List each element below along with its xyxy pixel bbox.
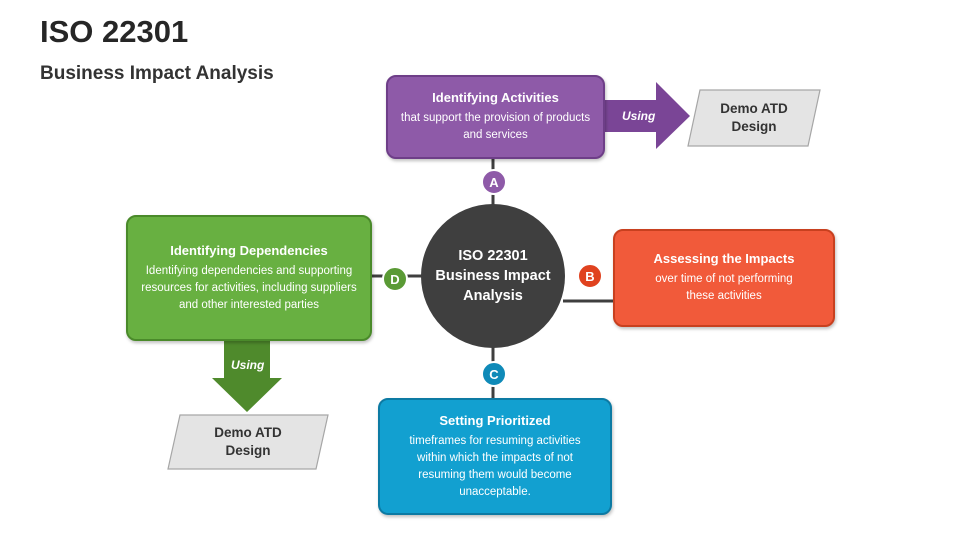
using-label-d: Using — [231, 358, 265, 372]
demo-atd-design-d: Demo ATD Design — [168, 415, 328, 469]
badge-b: B — [577, 263, 603, 289]
node-identifying-dependencies: Identifying Dependencies Identifying dep… — [126, 215, 372, 341]
node-text: Identifying dependencies and supporting … — [141, 264, 357, 311]
demo-atd-line-2: Design — [731, 119, 777, 134]
badge-a: A — [481, 169, 507, 195]
demo-atd-line-1: Demo ATD — [720, 101, 788, 116]
node-text: timeframes for resuming activities withi… — [409, 434, 581, 498]
demo-atd-line-2: Design — [225, 443, 271, 458]
page-title: ISO 22301 — [40, 14, 189, 49]
using-arrow-d — [212, 340, 282, 412]
node-setting-prioritized: Setting Prioritized timeframes for resum… — [378, 398, 612, 515]
demo-atd-design-shape-d — [167, 414, 329, 470]
node-title: Setting Prioritized — [439, 412, 551, 428]
badge-d: D — [382, 266, 408, 292]
node-text: that support the provision of products a… — [400, 112, 591, 141]
node-identifying-activities: Identifying Activities that support the … — [386, 75, 605, 159]
node-title: Assessing the Impacts — [653, 251, 795, 266]
page-subtitle: Business Impact Analysis — [40, 63, 274, 84]
center-hub: ISO 22301 Business Impact Analysis — [421, 204, 565, 348]
node-title: Identifying Dependencies — [170, 242, 328, 258]
center-line-2: Business Impact — [435, 268, 551, 284]
node-assessing-impacts: Assessing the Impacts over time of not p… — [613, 229, 835, 327]
center-line-1: ISO 22301 — [458, 248, 528, 264]
badge-c: C — [481, 361, 507, 387]
node-text: over time of not performing these activi… — [655, 273, 793, 302]
using-arrow-a — [604, 82, 690, 149]
demo-atd-design-shape-a — [687, 89, 821, 147]
node-title: Identifying Activities — [432, 90, 559, 105]
demo-atd-line-1: Demo ATD — [214, 425, 282, 440]
demo-atd-design-a: Demo ATD Design — [688, 90, 820, 146]
using-label-a: Using — [622, 109, 656, 123]
center-line-3: Analysis — [463, 288, 523, 304]
